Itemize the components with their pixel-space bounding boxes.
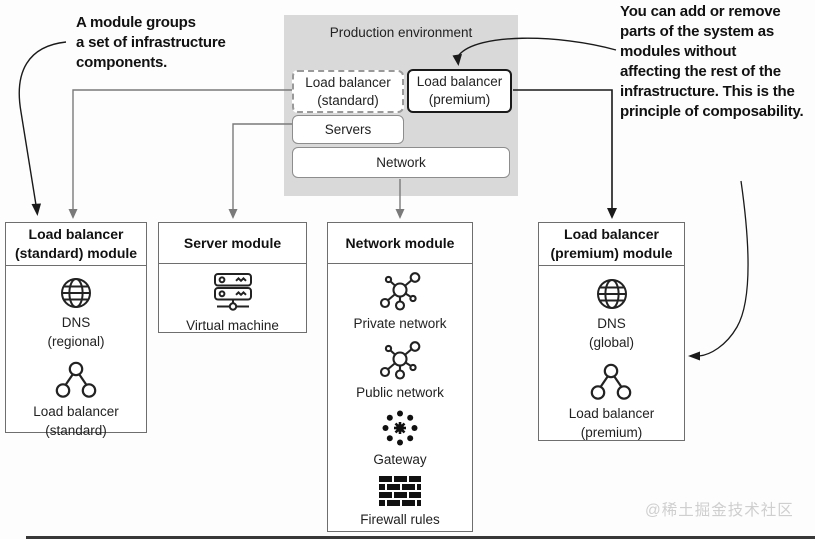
- item-label: Gateway: [373, 452, 427, 467]
- prod-network-box: Network: [292, 147, 510, 178]
- arrowhead-network: [395, 209, 405, 219]
- item-label: Firewall rules: [360, 512, 440, 527]
- prod-load-balancer-standard-box: Load balancer (standard): [292, 70, 404, 113]
- arrowhead-servers: [228, 209, 238, 219]
- module-title: Server module: [159, 223, 306, 264]
- item-label: Load balancer (standard): [33, 404, 119, 438]
- list-item: Gateway: [373, 409, 427, 469]
- connector-lb-premium: [513, 89, 613, 208]
- list-item: Public network: [356, 340, 444, 402]
- module-network: Network module: [327, 222, 473, 532]
- bottom-edge-bar: [26, 536, 815, 539]
- arrowhead-annotation-right-bottom: [688, 351, 700, 361]
- load-balancer-icon: [55, 361, 97, 398]
- virtual-machine-icon: [213, 273, 252, 311]
- item-label: Load balancer (premium): [568, 406, 655, 440]
- gateway-icon: [382, 410, 418, 446]
- private-network-icon: [379, 272, 421, 311]
- list-item: DNS (global): [589, 277, 634, 352]
- globe-icon: [61, 278, 91, 308]
- module-title: Load balancer (premium) module: [539, 223, 684, 266]
- list-item: Private network: [353, 271, 447, 333]
- list-item: Load balancer (premium): [568, 363, 655, 442]
- annotation-composability: You can add or remove parts of the syste…: [620, 3, 804, 120]
- arrowhead-annotation-left: [31, 203, 41, 216]
- globe-icon: [596, 279, 627, 309]
- prod-load-balancer-premium-box: Load balancer (premium): [407, 69, 512, 113]
- list-item: Virtual machine: [186, 272, 279, 335]
- annotation-module-groups: A module groups a set of infrastructure …: [76, 14, 226, 71]
- production-environment-title: Production environment: [329, 25, 473, 40]
- connector-lb-standard: [72, 89, 292, 210]
- item-label: Private network: [353, 316, 447, 331]
- list-item: DNS (regional): [47, 276, 105, 351]
- prod-servers-box: Servers: [292, 115, 404, 144]
- item-label: Virtual machine: [186, 318, 279, 333]
- public-network-icon: [379, 341, 421, 380]
- item-label: DNS (regional): [47, 315, 105, 349]
- module-load-balancer-premium: Load balancer (premium) module DNS (glob…: [538, 222, 685, 441]
- annotation-arrow-left: [18, 41, 67, 206]
- load-balancer-icon: [591, 363, 632, 400]
- arrowhead-lb-premium: [607, 208, 617, 219]
- module-load-balancer-standard: Load balancer (standard) module DNS (reg…: [5, 222, 147, 438]
- annotation-arrow-right-bottom: [698, 180, 749, 357]
- module-title: Load balancer (standard) module: [6, 223, 146, 266]
- production-environment-box: Production environment Load balancer (st…: [284, 15, 518, 196]
- arrowhead-lb-standard: [68, 209, 78, 219]
- module-title: Network module: [328, 223, 472, 264]
- list-item: Load balancer (standard): [33, 361, 119, 440]
- list-item: Firewall rules: [360, 476, 440, 529]
- item-label: Public network: [356, 385, 444, 400]
- module-server: Server module Virtual m: [158, 222, 307, 333]
- firewall-icon: [379, 476, 421, 506]
- watermark: @稀土掘金技术社区: [645, 502, 794, 519]
- item-label: DNS (global): [588, 316, 635, 350]
